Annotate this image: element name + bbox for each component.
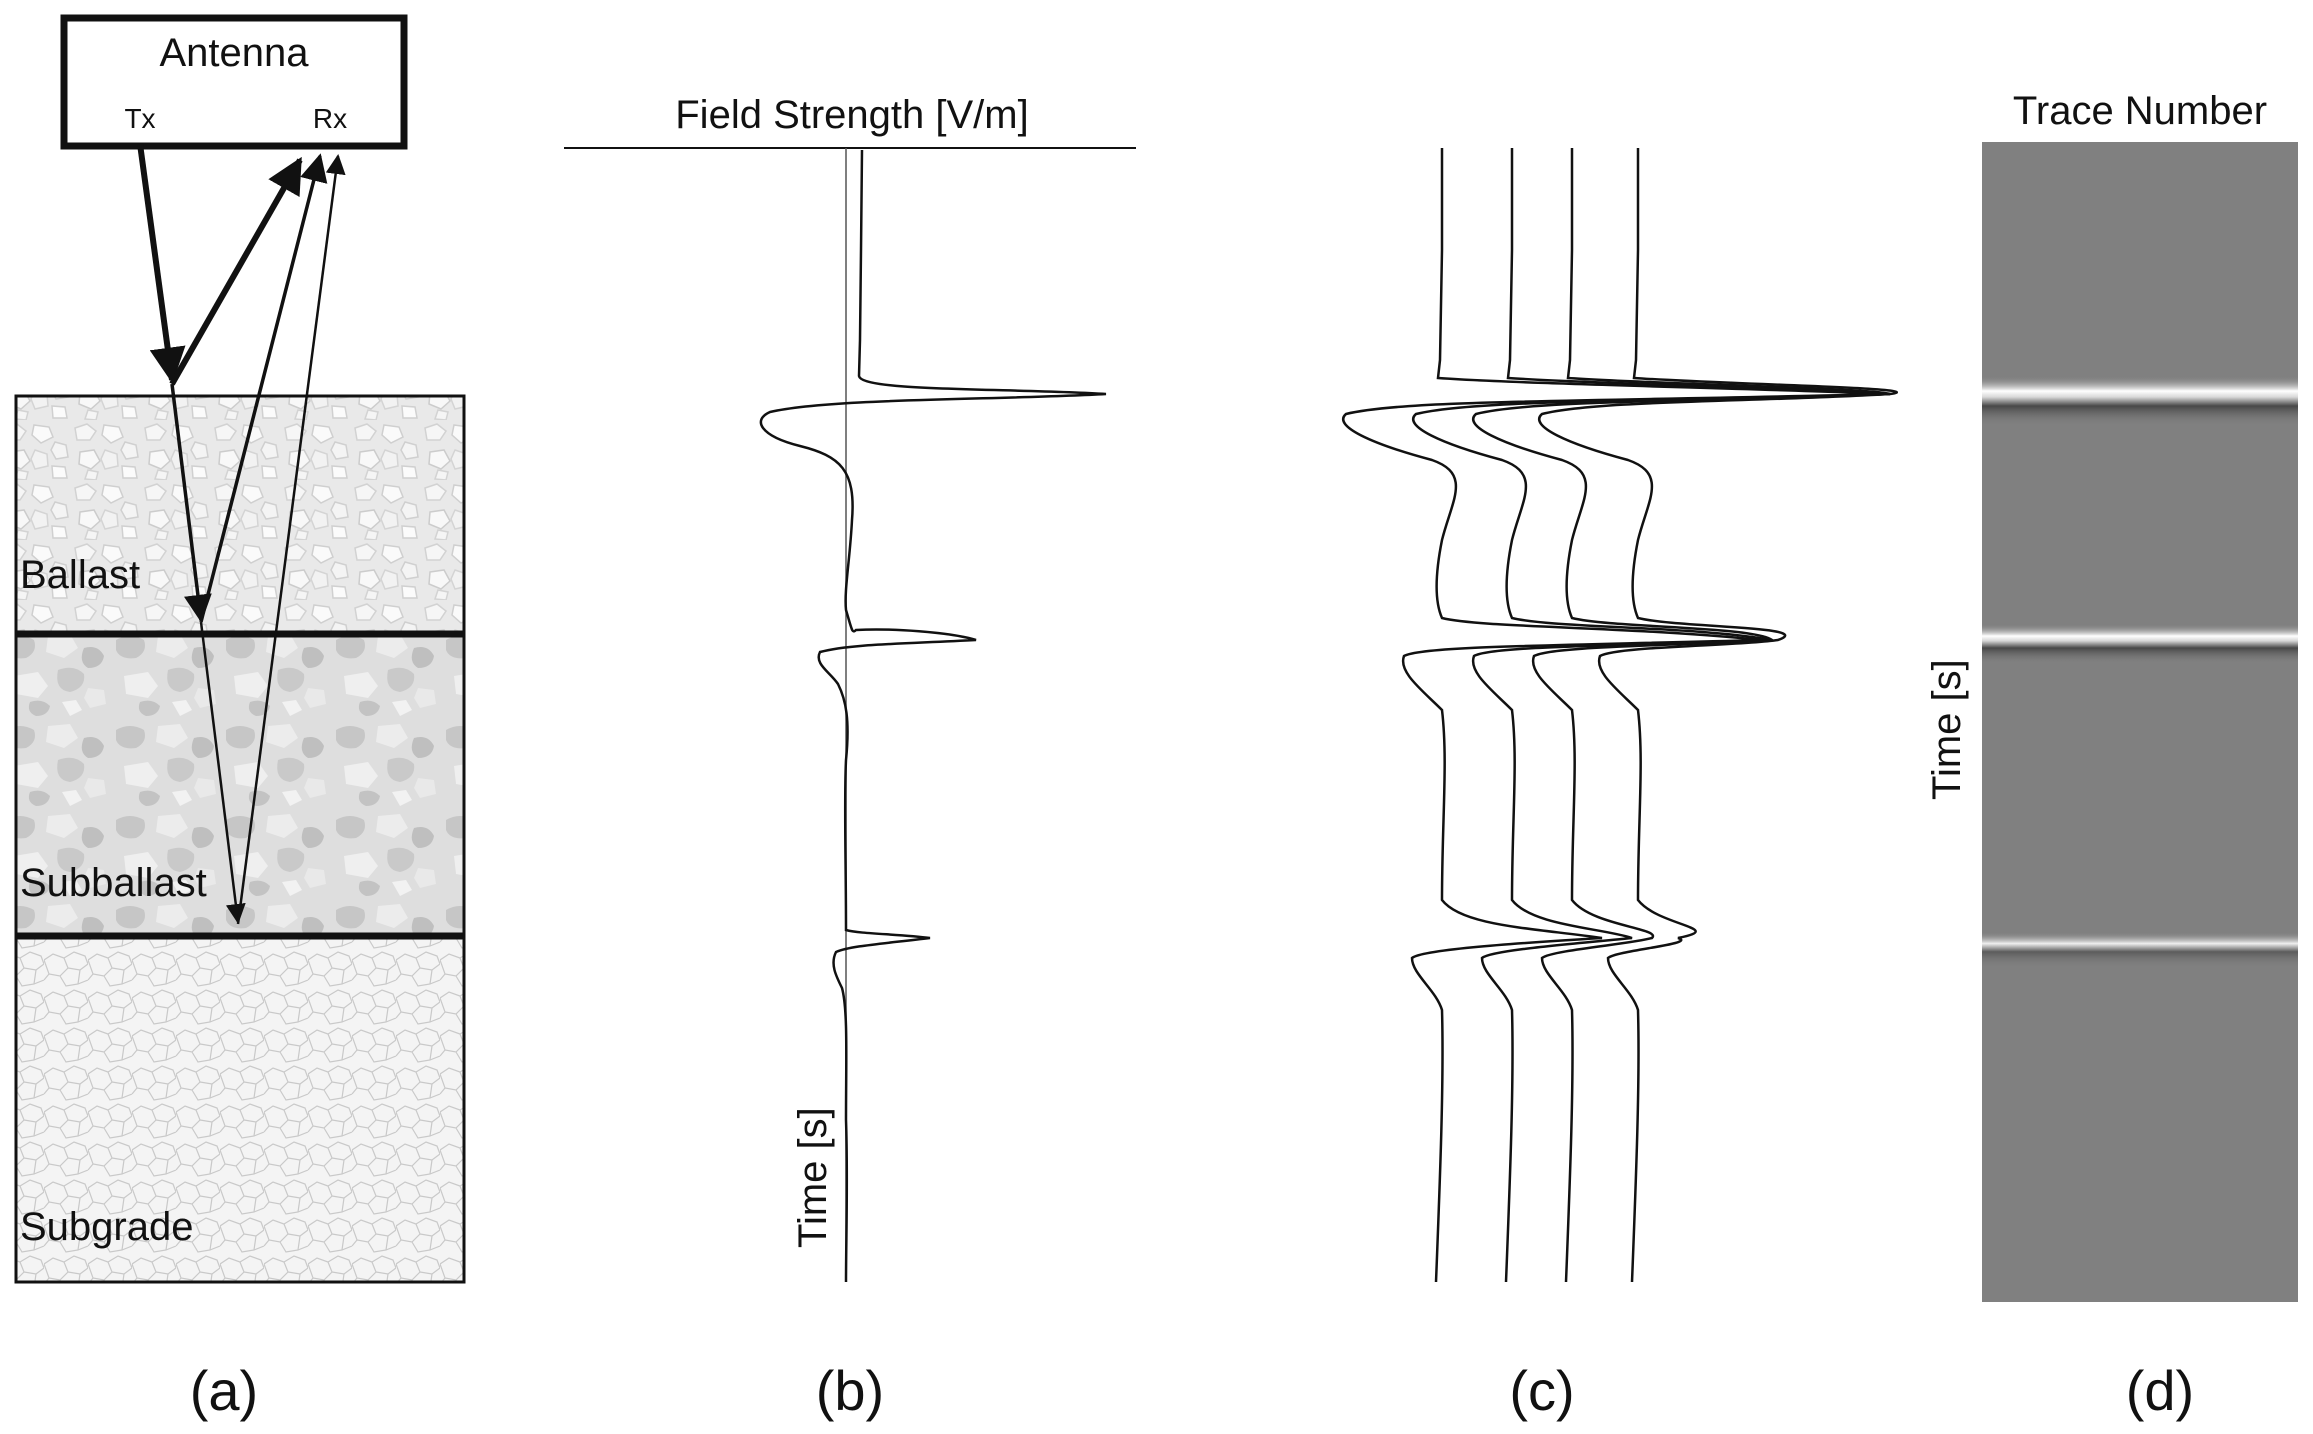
antenna-title: Antenna [159,31,309,75]
layer-label-subballast: Subballast [20,861,207,905]
ray-reflected-surface [169,156,303,386]
layer-label-subgrade: Subgrade [20,1205,193,1249]
ray-incident-surface [137,143,186,384]
ray-reflected-interface-1 [199,153,328,623]
reflection-band-surface [1982,376,2298,426]
wiggle-trace [1342,148,1891,1283]
ballast-layer [16,396,464,634]
antenna-box [60,14,408,150]
panel-b: Field Strength [V/m] Time [s] (b) [564,93,1136,1422]
subgrade-layer [16,936,464,1282]
field-strength-label: Field Strength [V/m] [675,93,1028,137]
wiggle-trace [1472,148,1891,1283]
trace-number-label: Trace Number [2013,89,2267,133]
panel-a: Antenna Tx Rx Ballast Subballast Subgrad… [14,14,466,1422]
wiggle-trace [1538,148,1898,1283]
caption-d: (d) [2126,1359,2194,1422]
rx-label: Rx [313,103,347,134]
wiggle-trace [1412,148,1891,1283]
tx-label: Tx [124,103,155,134]
radargram [1982,142,2298,1302]
reflection-band-interface-2 [1982,932,2298,968]
caption-b: (b) [816,1359,884,1422]
ray-reflected-interface-2 [236,154,346,925]
panel-c: (c) [1342,148,1898,1422]
reflection-band-interface-1 [1982,624,2298,664]
ray-incident-interface-2 [199,621,246,924]
wiggle-trace-group [1342,148,1898,1283]
subballast-layer [16,634,464,936]
layer-label-ballast: Ballast [20,553,140,597]
caption-a: (a) [190,1359,258,1422]
time-label-d: Time [s] [1925,659,1969,800]
single-trace [759,149,1107,1283]
time-label-b: Time [s] [791,1107,835,1248]
ray-incident-interface-1 [170,383,212,623]
caption-c: (c) [1509,1359,1574,1422]
soil-column-border [14,394,466,1284]
panel-d: Trace Number Time [s] (d) [1925,89,2298,1422]
